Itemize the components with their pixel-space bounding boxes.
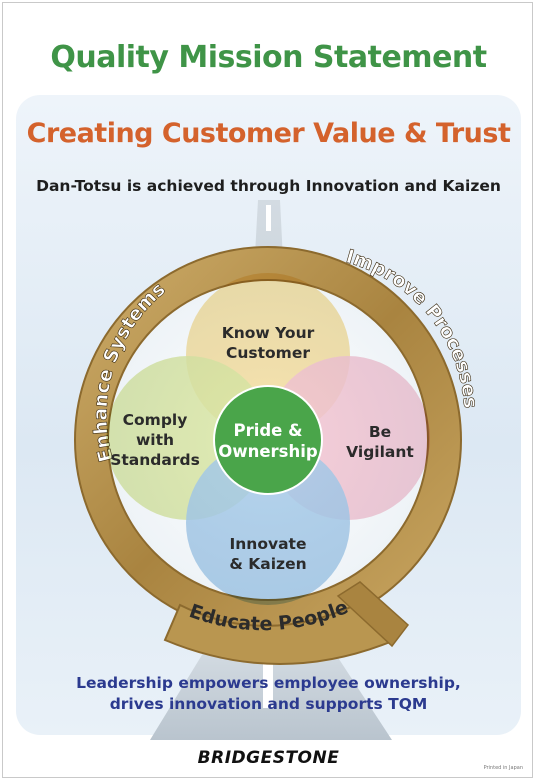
venn-diagram [106, 273, 430, 605]
circle-innovate-kaizen [186, 441, 350, 605]
page-title: Quality Mission Statement [50, 40, 487, 75]
subtitle: Creating Customer Value & Trust [26, 118, 511, 149]
venn-label-left: Comply with Standards [110, 411, 200, 469]
circle-pride-ownership [213, 385, 323, 495]
venn-label-bottom: Innovate & Kaizen [229, 535, 307, 573]
brand-logo: BRIDGESTONE [197, 748, 340, 768]
tagline: Dan-Totsu is achieved through Innovation… [36, 177, 501, 195]
center-label: Pride & Ownership [218, 421, 318, 461]
footer-statement: Leadership empowers employee ownership, … [76, 674, 461, 713]
venn-label-right: Be Vigilant [346, 423, 414, 461]
venn-label-top: Know Your Customer [221, 324, 315, 362]
fine-print: Printed in Japan [483, 765, 523, 771]
